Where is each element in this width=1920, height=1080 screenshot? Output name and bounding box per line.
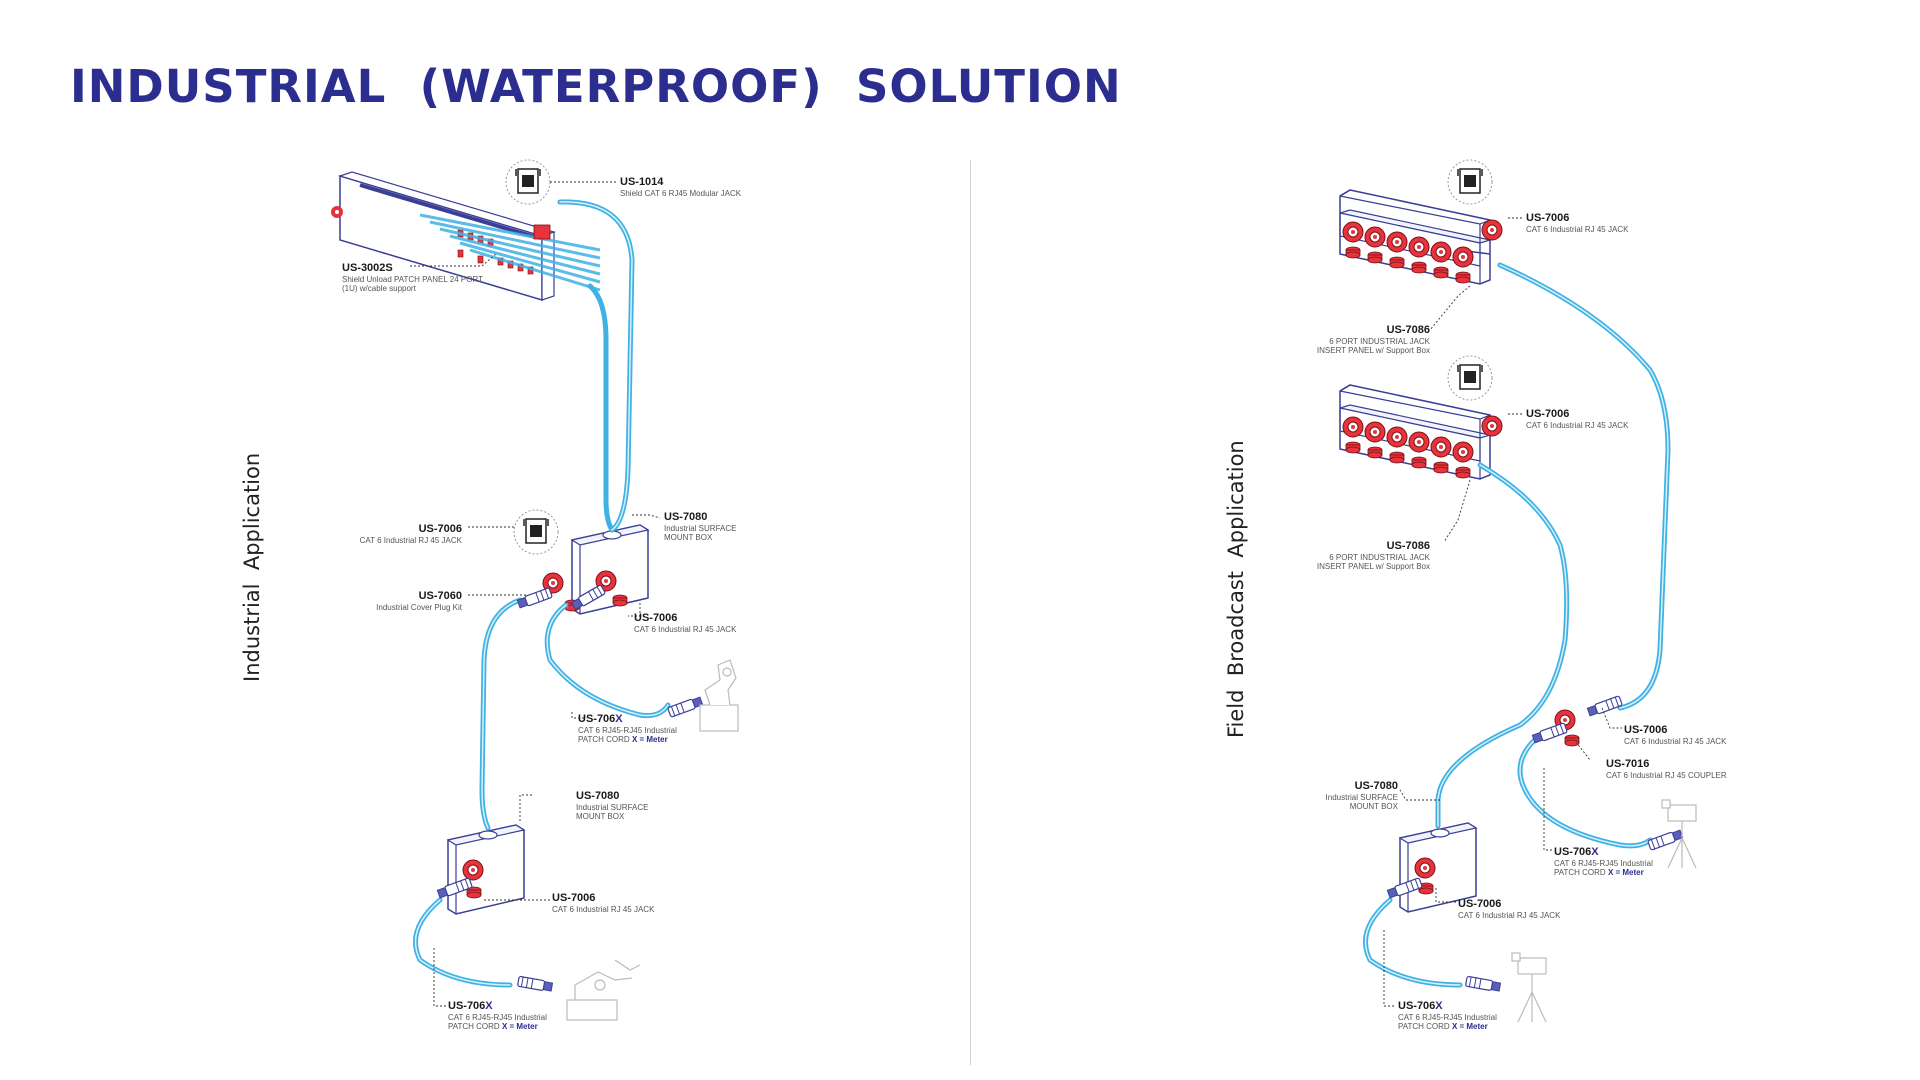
industrial-machine-icon (566, 959, 641, 1021)
callout-us-706x: US-706X CAT 6 RJ45-RJ45 Industrial PATCH… (1398, 1000, 1497, 1031)
callout-us-7006: US-7006 CAT 6 Industrial RJ 45 JACK (1458, 898, 1561, 920)
callout-us-7006: US-7006 CAT 6 Industrial RJ 45 JACK (552, 892, 655, 914)
callout-us-7080: US-7080 Industrial SURFACE MOUNT BOX (1325, 780, 1398, 811)
broadcast-camera-icon (1661, 799, 1697, 869)
callout-us-7006: US-7006 CAT 6 Industrial RJ 45 JACK (359, 523, 462, 545)
broadcast-camera-icon (1511, 952, 1547, 1023)
callout-us-7086: US-7086 6 PORT INDUSTRIAL JACK INSERT PA… (1316, 324, 1430, 355)
callout-us-7016: US-7016 CAT 6 Industrial RJ 45 COUPLER (1606, 758, 1727, 780)
callout-us-7006: US-7006 CAT 6 Industrial RJ 45 JACK (634, 612, 737, 634)
industrial-robot-icon (699, 659, 739, 732)
callout-us-7006: US-7006 CAT 6 Industrial RJ 45 JACK (1526, 212, 1629, 234)
callout-us-7086: US-7086 6 PORT INDUSTRIAL JACK INSERT PA… (1316, 540, 1430, 571)
surface-mount-box-icon (446, 824, 526, 915)
callout-us-7080: US-7080 Industrial SURFACE MOUNT BOX (664, 511, 737, 542)
jack-detail-icon (505, 159, 551, 205)
callout-us-7006: US-7006 CAT 6 Industrial RJ 45 JACK (1624, 724, 1727, 746)
callout-us-7080: US-7080 Industrial SURFACE MOUNT BOX (576, 790, 649, 821)
jack-detail-icon (1447, 355, 1493, 401)
callout-us-706x: US-706X CAT 6 RJ45-RJ45 Industrial PATCH… (578, 713, 677, 744)
callout-us-7006: US-7006 CAT 6 Industrial RJ 45 JACK (1526, 408, 1629, 430)
callout-us-706x: US-706X CAT 6 RJ45-RJ45 Industrial PATCH… (448, 1000, 547, 1031)
callout-us-7060: US-7060 Industrial Cover Plug Kit (376, 590, 462, 612)
callout-us-706x: US-706X CAT 6 RJ45-RJ45 Industrial PATCH… (1554, 846, 1653, 877)
jack-detail-icon (513, 509, 559, 555)
callout-us-3002s: US-3002S Shield Unload PATCH PANEL 24 PO… (342, 262, 483, 293)
callout-us-1014: US-1014 Shield CAT 6 RJ45 Modular JACK (620, 176, 742, 198)
section-divider (970, 160, 971, 1065)
patch-panel-icon (331, 171, 601, 302)
jack-detail-icon (1447, 159, 1493, 205)
rj45-plug-icon (516, 587, 553, 610)
page-title: INDUSTRIAL (WATERPROOF) SOLUTION (70, 60, 1122, 113)
